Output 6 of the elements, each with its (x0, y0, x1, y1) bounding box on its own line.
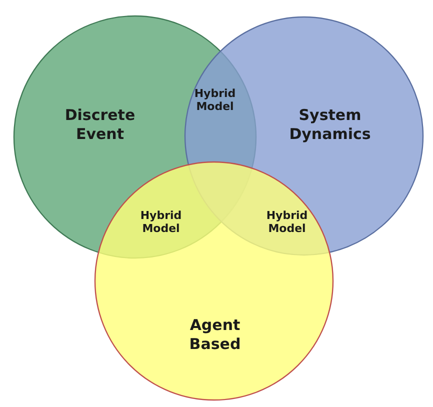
set-label: System Dynamics (288, 106, 372, 144)
set-label: Agent Based (188, 316, 242, 354)
overlap-label: Hybrid Model (265, 209, 309, 235)
overlap-label: Hybrid Model (193, 87, 237, 113)
overlap-label: Hybrid Model (139, 209, 183, 235)
set-label: Discrete Event (64, 106, 136, 144)
